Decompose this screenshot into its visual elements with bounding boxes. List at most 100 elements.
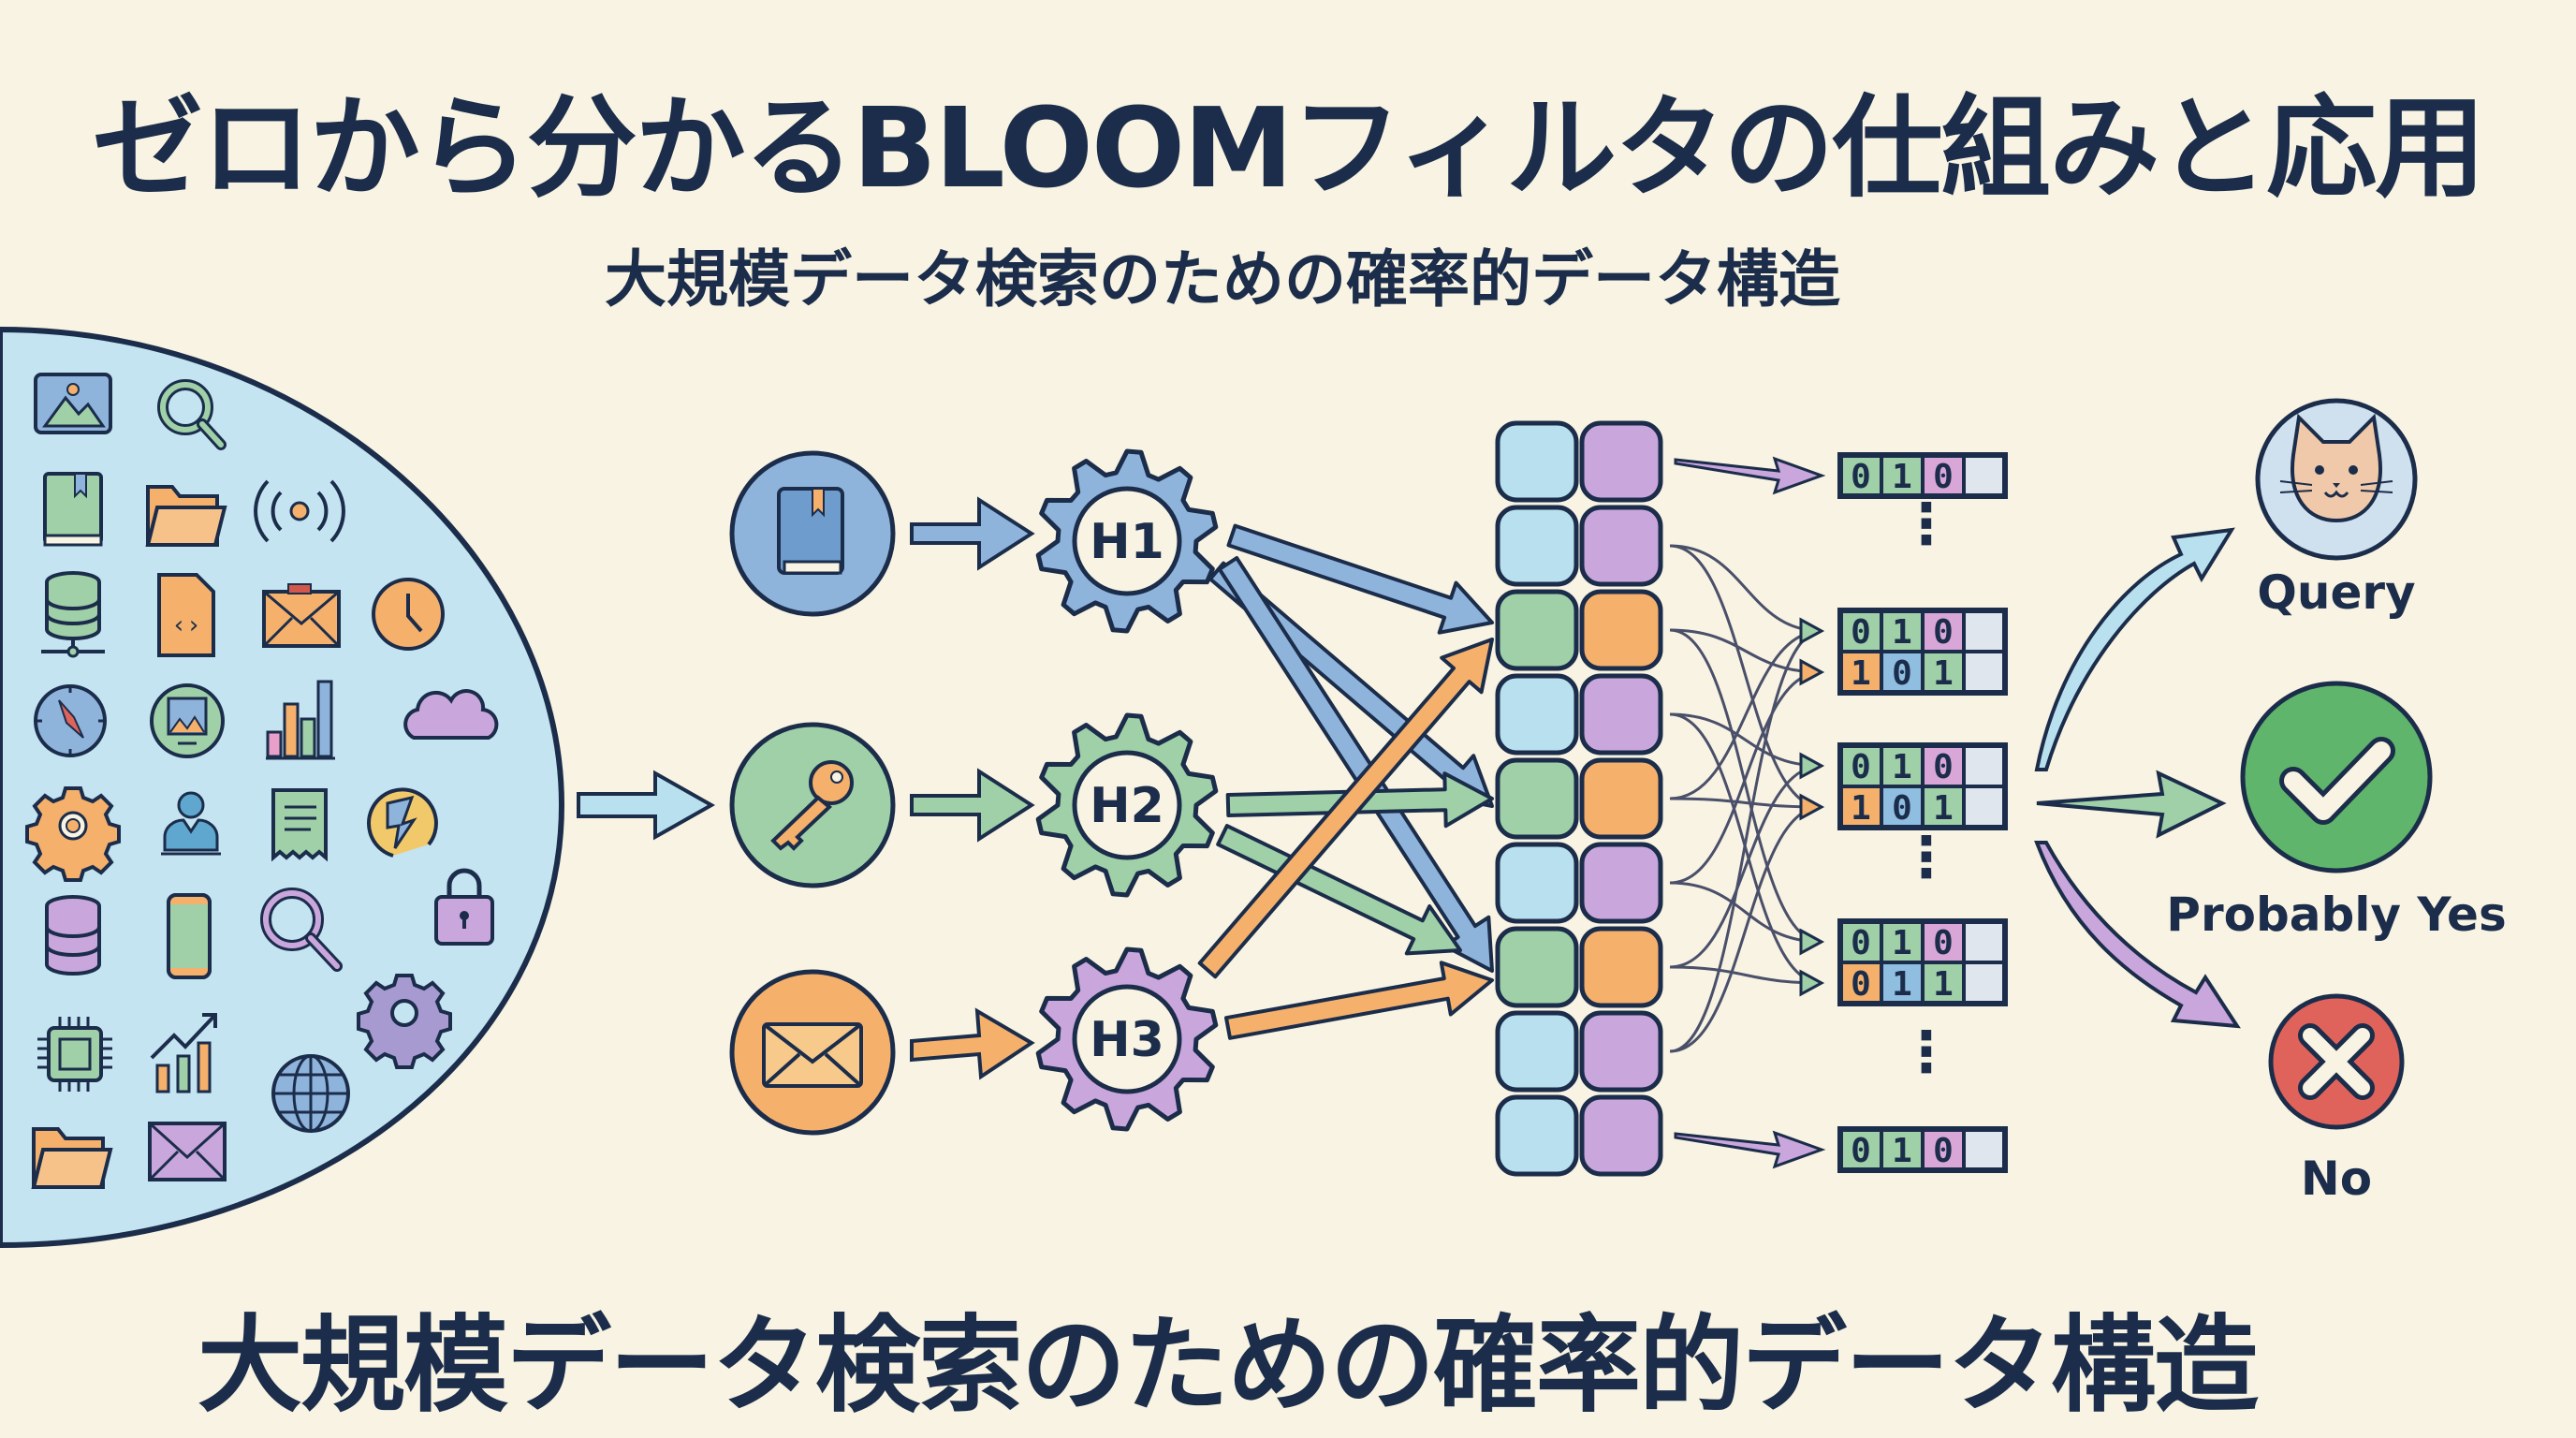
bit-value: 1: [1892, 965, 1912, 1004]
probably-yes-label: Probably Yes: [2166, 888, 2506, 942]
connector-line: [1669, 629, 1822, 800]
lock-icon: [434, 868, 494, 946]
arrow-to-query: [2034, 527, 2235, 771]
book-icon: [43, 472, 103, 547]
arrow-h2-b: [1216, 824, 1462, 956]
bit: [1962, 961, 2007, 1005]
bit-output-arrow: [1674, 456, 1826, 495]
broadcast-icon: [254, 479, 345, 543]
connector-arrowhead: [1799, 617, 1825, 645]
connector-line: [1669, 628, 1822, 944]
arrow-to-no: [2034, 841, 2241, 1029]
connector-line: [1669, 797, 1822, 809]
arrow-h1-a: [1226, 523, 1494, 635]
bit-value: 1: [1892, 748, 1912, 786]
bit-cell: [1579, 420, 1663, 503]
bit-value: 0: [1851, 458, 1871, 496]
connector-line: [1669, 629, 1822, 1053]
result-arrows: [2034, 527, 2241, 1029]
query-label: Query: [2257, 565, 2415, 620]
check-icon: [2279, 737, 2395, 825]
bit-cell: [1495, 1094, 1579, 1177]
arrow-to-probably-yes: [2036, 770, 2227, 839]
hash-gear-h2: H2: [1035, 712, 1219, 898]
ellipsis: ⋮: [1898, 825, 1954, 890]
hash-label: H3: [1090, 1012, 1164, 1068]
bit: [1962, 1127, 2007, 1172]
cloud-icon: [403, 689, 499, 740]
bar-chart-icon: [266, 680, 335, 760]
bit-value: 0: [1851, 965, 1871, 1004]
bit-cell: [1579, 505, 1663, 587]
connector-line: [1669, 544, 1822, 633]
bit: [1921, 785, 1966, 829]
arrow-input1-to-h1: [910, 496, 1035, 571]
bit-cell: [1495, 757, 1579, 840]
gear-icon: [25, 786, 121, 882]
arrow-h3-b: [1224, 961, 1494, 1040]
arrow-h3-a: [1197, 638, 1494, 979]
bit-cell: [1579, 589, 1663, 671]
connector-arrowhead: [1799, 752, 1825, 780]
bit-cell: [1579, 757, 1663, 840]
user-icon: [161, 791, 221, 856]
code-file-icon: ‹›: [157, 573, 215, 657]
page-title: ゼロから分かるBLOOMフィルタの仕組みと応用: [92, 83, 2486, 213]
page-subtitle: 大規模データ検索のための確率的データ構造: [605, 243, 1840, 315]
result-probably-yes: Probably Yes: [2166, 681, 2507, 942]
hash-gear-h3: H3: [1035, 946, 1219, 1132]
bit-value: 0: [1933, 613, 1954, 652]
connector-line: [1669, 881, 1822, 944]
connector-arrowhead: [1799, 928, 1825, 956]
compass-icon: [34, 684, 107, 757]
pool-to-input-arrow: [577, 770, 716, 841]
cpu-icon: [37, 1017, 112, 1092]
bit-cell: [1495, 505, 1579, 587]
bit-value: 1: [1933, 654, 1954, 693]
connector-line: [1669, 712, 1822, 768]
connector-line: [1669, 764, 1822, 969]
bit-value: 0: [1933, 924, 1954, 962]
bit-connectors: [1669, 456, 1826, 1169]
bit-output-arrow: [1674, 1130, 1826, 1169]
bit: [1962, 919, 2007, 964]
connector-line: [1669, 670, 1822, 885]
bit-cell: [1495, 1010, 1579, 1093]
ellipsis: ⋮: [1898, 492, 1954, 557]
bit-value: 1: [1933, 789, 1954, 828]
hash-to-bits-arrows: [1197, 523, 1494, 1040]
arrow-input3-to-h3: [910, 1007, 1035, 1080]
footer-caption: 大規模データ検索のための確率的データ構造: [198, 1305, 2259, 1427]
envelope-icon: [762, 1022, 863, 1088]
bit-value: 0: [1851, 613, 1871, 652]
smartphone-icon: [167, 893, 212, 979]
connector-arrowhead: [1799, 969, 1825, 997]
image-icon: [34, 373, 112, 434]
bit: [1962, 453, 2007, 498]
receipt-icon: [271, 788, 328, 862]
bit-cell: [1579, 1094, 1663, 1177]
bit-value: 0: [1933, 1132, 1954, 1170]
clock-icon: [372, 578, 445, 651]
result-no: No: [2268, 993, 2405, 1206]
bit: [1962, 785, 2007, 829]
magnifier-icon: [260, 888, 343, 972]
settings-icon: [357, 974, 452, 1069]
connector-line: [1669, 805, 1822, 1053]
bit-cell: [1495, 926, 1579, 1008]
database-network-icon: [41, 571, 105, 658]
bit-cell: [1579, 842, 1663, 924]
globe-icon: [271, 1054, 350, 1133]
connector-arrowhead: [1799, 658, 1825, 686]
bit-value: 0: [1851, 1132, 1871, 1170]
bit-value: 0: [1892, 654, 1912, 693]
bit-cell: [1495, 673, 1579, 756]
folder-open-icon: [31, 1127, 113, 1189]
bit: [1962, 743, 2007, 788]
bit-array: [1495, 420, 1663, 1177]
